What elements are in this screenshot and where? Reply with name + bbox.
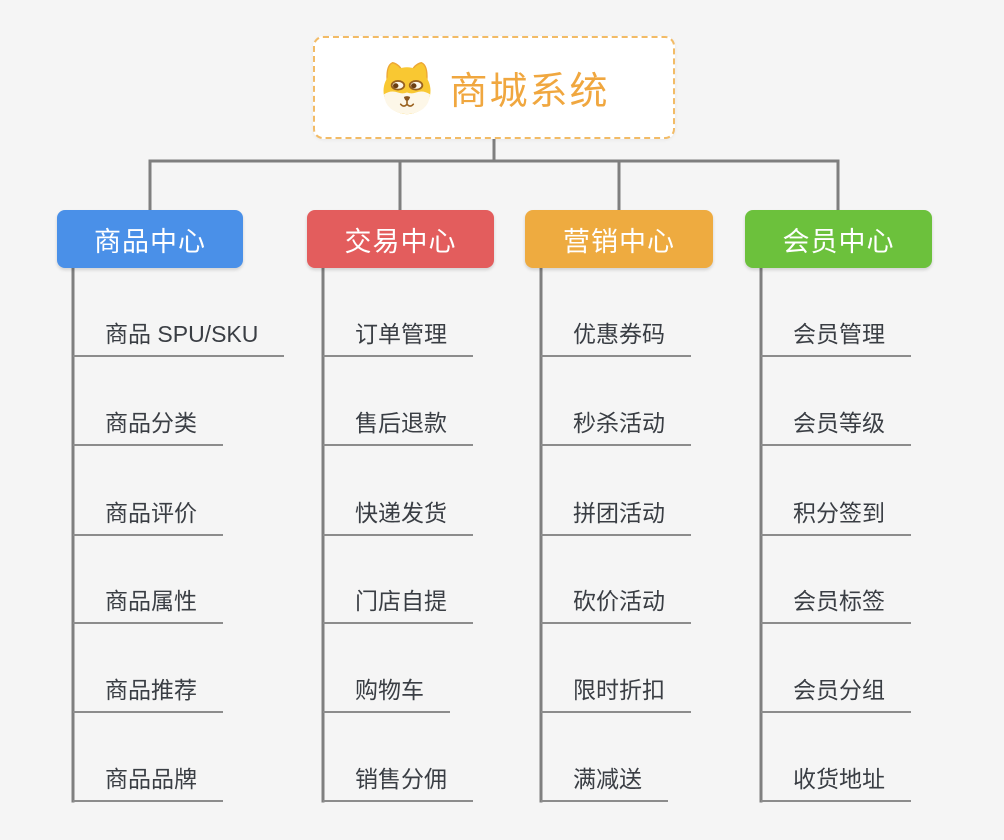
leaf-node[interactable]: 积分签到 bbox=[761, 498, 911, 536]
leaf-node[interactable]: 收货地址 bbox=[761, 764, 911, 802]
leaf-node[interactable]: 限时折扣 bbox=[541, 675, 691, 713]
leaf-node[interactable]: 会员分组 bbox=[761, 675, 911, 713]
leaf-node[interactable]: 会员标签 bbox=[761, 586, 911, 624]
leaf-node[interactable]: 会员等级 bbox=[761, 408, 911, 446]
leaf-node[interactable]: 优惠券码 bbox=[541, 319, 691, 357]
leaf-node[interactable]: 商品品牌 bbox=[73, 764, 223, 802]
leaf-node[interactable]: 商品评价 bbox=[73, 498, 223, 536]
leaf-node[interactable]: 商品推荐 bbox=[73, 675, 223, 713]
leaf-node[interactable]: 秒杀活动 bbox=[541, 408, 691, 446]
leaf-node[interactable]: 售后退款 bbox=[323, 408, 473, 446]
leaf-node[interactable]: 砍价活动 bbox=[541, 586, 691, 624]
leaf-node[interactable]: 销售分佣 bbox=[323, 764, 473, 802]
leaf-node[interactable]: 会员管理 bbox=[761, 319, 911, 357]
leaf-node[interactable]: 门店自提 bbox=[323, 586, 473, 624]
leaf-node[interactable]: 拼团活动 bbox=[541, 498, 691, 536]
branch-node-trade-center[interactable]: 交易中心 bbox=[307, 210, 494, 268]
dog-face-icon bbox=[378, 60, 436, 116]
branch-node-marketing-center[interactable]: 营销中心 bbox=[525, 210, 713, 268]
leaf-node[interactable]: 商品分类 bbox=[73, 408, 223, 446]
root-title: 商城系统 bbox=[449, 71, 610, 113]
leaf-node[interactable]: 商品 SPU/SKU bbox=[73, 319, 285, 357]
branch-node-member-center[interactable]: 会员中心 bbox=[745, 210, 932, 268]
branch-node-product-center[interactable]: 商品中心 bbox=[57, 210, 243, 268]
leaf-node[interactable]: 满减送 bbox=[541, 764, 668, 802]
leaf-node[interactable]: 快递发货 bbox=[323, 498, 473, 536]
leaf-node[interactable]: 订单管理 bbox=[323, 319, 473, 357]
leaf-node[interactable]: 购物车 bbox=[323, 675, 450, 713]
leaf-node[interactable]: 商品属性 bbox=[73, 586, 223, 624]
root-node[interactable]: 商城系统 bbox=[313, 36, 675, 139]
